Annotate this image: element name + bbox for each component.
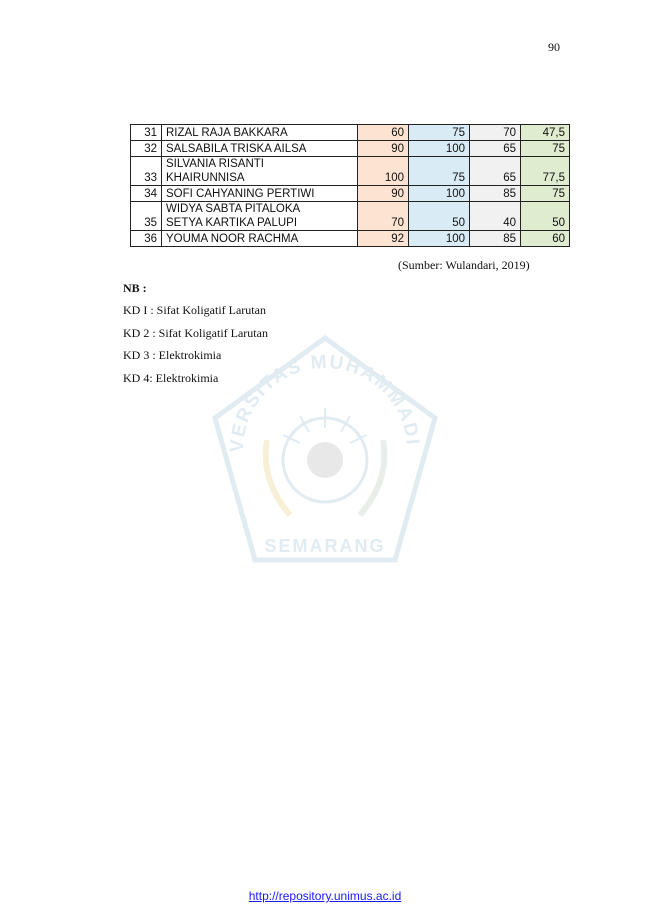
- row-number-cell: 32: [130, 140, 162, 157]
- kd2-score-cell: 100: [408, 185, 470, 202]
- kd3-score-cell: 40: [469, 201, 521, 231]
- row-number-cell: 31: [130, 124, 162, 141]
- kd4-score-cell: 75: [520, 185, 570, 202]
- kd4-score-cell: 60: [520, 230, 570, 247]
- notes-title: NB :: [123, 281, 147, 295]
- student-name-cell: SOFI CAHYANING PERTIWI: [161, 185, 358, 202]
- kd3-score-cell: 85: [469, 230, 521, 247]
- note-kd4: KD 4: Elektrokimia: [123, 371, 219, 385]
- note-kd3: KD 3 : Elektrokimia: [123, 348, 222, 362]
- kd2-score-cell: 50: [408, 201, 470, 231]
- student-name-line: RIZAL RAJA BAKKARA: [166, 127, 288, 139]
- kd3-score-cell: 70: [469, 124, 521, 141]
- kd4-score-cell: 50: [520, 201, 570, 231]
- kd2-score-cell: 75: [408, 124, 470, 141]
- repository-link[interactable]: http://repository.unimus.ac.id: [248, 889, 402, 903]
- kd1-score-cell: 92: [357, 230, 409, 247]
- student-name-line: KHAIRUNNISA: [166, 172, 245, 184]
- student-name-line: SOFI CAHYANING PERTIWI: [166, 188, 315, 200]
- kd4-score-cell: 77,5: [520, 156, 570, 186]
- kd2-score-cell: 100: [408, 140, 470, 157]
- student-name-cell: WIDYA SABTA PITALOKA SETYA KARTIKA PALUPI: [161, 201, 358, 231]
- row-number-cell: 35: [130, 201, 162, 231]
- kd1-score-cell: 70: [357, 201, 409, 231]
- row-number-cell: 36: [130, 230, 162, 247]
- kd2-score-cell: 75: [408, 156, 470, 186]
- kd3-score-cell: 65: [469, 140, 521, 157]
- student-name-cell: RIZAL RAJA BAKKARA: [161, 124, 358, 141]
- student-name-cell: SALSABILA TRISKA AILSA: [161, 140, 358, 157]
- row-number-cell: 33: [130, 156, 162, 186]
- row-number-cell: 34: [130, 185, 162, 202]
- kd1-score-cell: 90: [357, 140, 409, 157]
- note-kd1: KD I : Sifat Koligatif Larutan: [123, 303, 266, 317]
- kd4-score-cell: 47,5: [520, 124, 570, 141]
- table-row: 35 WIDYA SABTA PITALOKA SETYA KARTIKA PALU…: [130, 201, 570, 231]
- kd4-score-cell: 75: [520, 140, 570, 157]
- kd3-score-cell: 65: [469, 156, 521, 186]
- student-name-cell: SILVANIA RISANTI KHAIRUNNISA: [161, 156, 358, 186]
- source-citation: (Sumber: Wulandari, 2019): [398, 258, 530, 272]
- student-name-line: WIDYA SABTA PITALOKA: [166, 203, 301, 215]
- student-name-line: SETYA KARTIKA PALUPI: [166, 217, 298, 229]
- page-number: 90: [548, 40, 560, 54]
- kd3-score-cell: 85: [469, 185, 521, 202]
- kd1-score-cell: 60: [357, 124, 409, 141]
- student-name-line: SALSABILA TRISKA AILSA: [166, 143, 307, 155]
- watermark-bottom-text: SEMARANG: [264, 536, 385, 556]
- kd2-score-cell: 100: [408, 230, 470, 247]
- kd1-score-cell: 90: [357, 185, 409, 202]
- student-name-line: SILVANIA RISANTI: [166, 158, 264, 170]
- student-name-line: YOUMA NOOR RACHMA: [166, 233, 299, 245]
- kd1-score-cell: 100: [357, 156, 409, 186]
- note-kd2: KD 2 : Sifat Koligatif Larutan: [123, 326, 268, 340]
- university-logo-watermark: UNIVERSITAS MUHAMMADIYAH SEMARANG: [205, 330, 438, 563]
- student-name-cell: YOUMA NOOR RACHMA: [161, 230, 358, 247]
